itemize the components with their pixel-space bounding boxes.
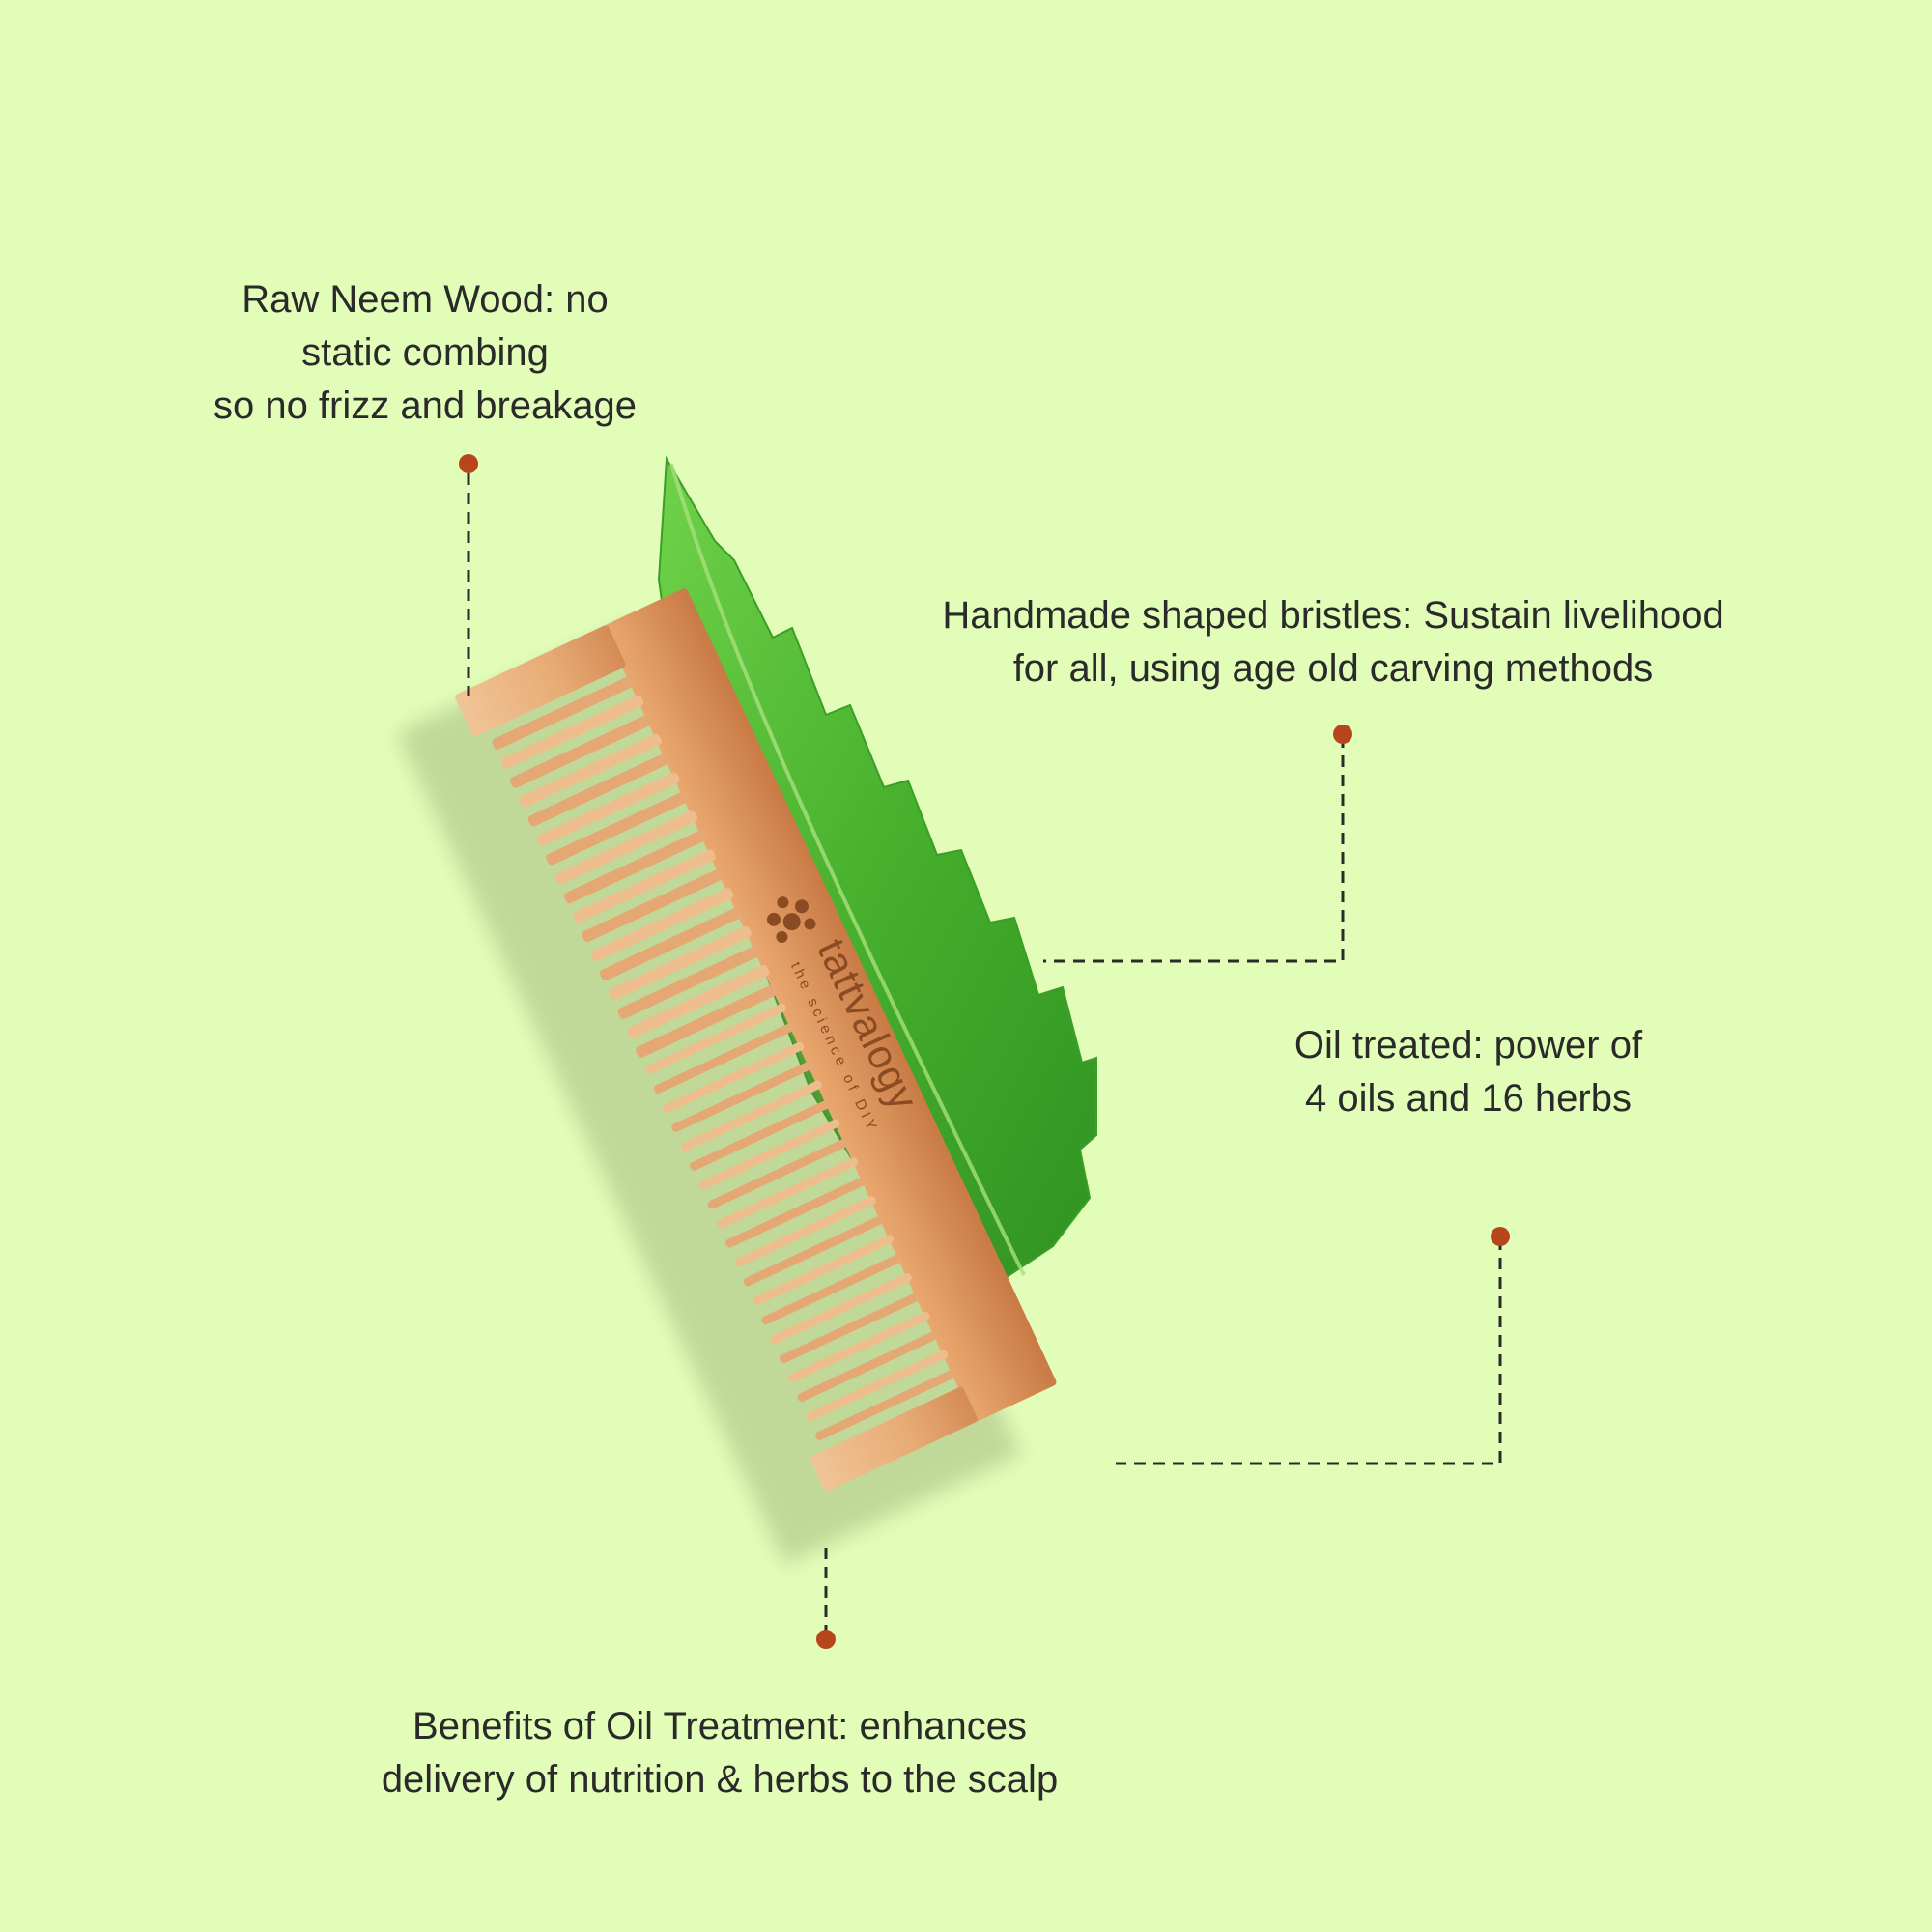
comb-tooth: [779, 1292, 922, 1364]
comb-tooth: [582, 868, 724, 943]
connector-line-oil-treated: [1116, 1238, 1502, 1465]
comb-tooth: [743, 1215, 885, 1287]
comb-tooth: [636, 983, 779, 1058]
comb-tooth: [519, 733, 662, 808]
connector-lines: [467, 473, 1502, 1637]
marker-dot-oil-treated: [1491, 1227, 1510, 1246]
callout-raw-neem-wood: Raw Neem Wood: no static combing so no f…: [155, 273, 696, 433]
marker-dot-oil-benefits: [816, 1630, 836, 1649]
comb-tooth: [554, 810, 697, 885]
comb-tooth: [663, 1041, 805, 1113]
callout-text-line: so no frizz and breakage: [213, 384, 638, 427]
comb-tooth: [797, 1330, 939, 1402]
marker-dot-handmade-bristles: [1333, 724, 1352, 744]
callout-text-line: Raw Neem Wood: no: [242, 278, 609, 321]
comb-tooth: [788, 1311, 930, 1383]
comb-tooth: [536, 772, 680, 846]
comb-tooth: [815, 1369, 957, 1440]
comb-tooth: [806, 1350, 949, 1421]
comb-tooth: [573, 849, 716, 923]
callout-oil-treated: Oil treated: power of 4 oils and 16 herb…: [1227, 1019, 1710, 1125]
comb-tooth: [770, 1273, 912, 1345]
callout-handmade-bristles: Handmade shaped bristles: Sustain liveli…: [869, 589, 1797, 696]
comb-tooth: [510, 714, 653, 788]
comb-tooth: [753, 1235, 895, 1306]
connector-line-handmade-bristles: [1043, 736, 1345, 963]
callout-markers: [459, 454, 1510, 1649]
callout-oil-treatment-benefits: Benefits of Oil Treatment: enhances deli…: [290, 1700, 1150, 1806]
comb-tooth: [617, 946, 761, 1019]
brand-logo-mark: [766, 896, 816, 943]
comb-tooth: [698, 1119, 840, 1190]
comb-tooth: [590, 888, 734, 962]
callout-text-line: Benefits of Oil Treatment: enhances: [412, 1705, 1027, 1747]
comb-tooth: [500, 695, 644, 769]
callout-text-line: delivery of nutrition & herbs to the sca…: [381, 1758, 1059, 1801]
comb-tooth: [653, 1022, 795, 1094]
comb-tooth: [546, 791, 689, 866]
comb-tooth: [609, 926, 752, 1000]
comb-teeth: [492, 675, 957, 1440]
comb-tooth: [644, 1003, 786, 1075]
callout-text-line: 4 oils and 16 herbs: [1304, 1077, 1632, 1120]
callout-text-line: Oil treated: power of: [1293, 1024, 1643, 1066]
comb-tooth: [599, 907, 743, 981]
comb-tooth: [707, 1138, 849, 1209]
comb-tooth: [626, 965, 770, 1038]
comb-tooth: [734, 1196, 876, 1267]
comb-tooth: [761, 1254, 903, 1325]
comb-tooth: [716, 1157, 859, 1229]
comb-tooth: [689, 1099, 832, 1171]
comb-tooth: [725, 1177, 867, 1248]
comb-tooth: [680, 1080, 822, 1151]
callout-text-line: Handmade shaped bristles: Sustain liveli…: [942, 594, 1724, 637]
callout-text-line: static combing: [301, 331, 549, 374]
callout-text-line: for all, using age old carving methods: [1012, 647, 1654, 690]
marker-dot-raw-neem-wood: [459, 454, 478, 473]
comb-tooth: [492, 675, 635, 750]
comb-tooth: [563, 830, 707, 904]
comb-tooth: [671, 1061, 813, 1132]
neem-comb-illustration: tattvalogy the science of DIY: [396, 588, 1057, 1565]
comb-tooth: [527, 753, 671, 827]
